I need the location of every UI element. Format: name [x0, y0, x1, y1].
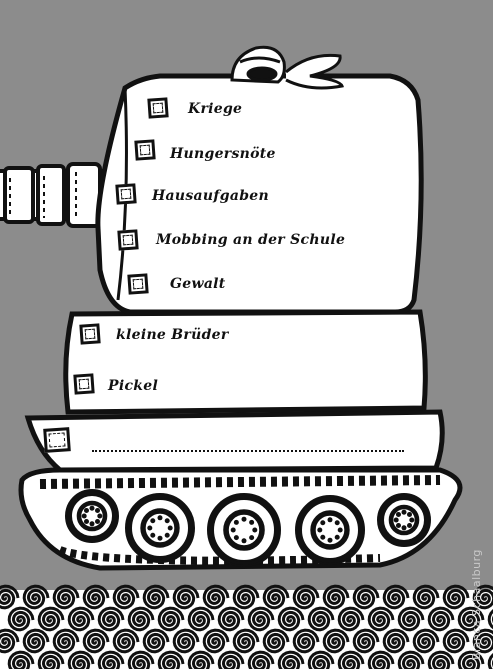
swirl-mark	[172, 584, 200, 610]
swirl-mark	[247, 606, 275, 632]
swirl-mark	[322, 584, 350, 610]
swirl-mark	[397, 650, 425, 669]
checkbox-kriege[interactable]	[147, 97, 169, 119]
swirl-mark	[172, 628, 200, 654]
swirl-mark	[217, 650, 245, 669]
swirl-mark	[202, 628, 230, 654]
tank-hull	[24, 309, 445, 473]
swirl-mark	[187, 650, 215, 669]
swirl-mark	[442, 584, 470, 610]
swirl-mark	[277, 606, 305, 632]
swirl-mark	[457, 606, 485, 632]
checkbox-pickel[interactable]	[73, 373, 95, 395]
item-label: kleine Brüder	[116, 327, 229, 343]
swirl-mark	[247, 650, 275, 669]
road-wheel	[295, 495, 365, 565]
swirl-mark	[277, 650, 305, 669]
blank-entry-line[interactable]	[92, 450, 404, 452]
checkbox-gewalt[interactable]	[127, 273, 149, 295]
swirl-mark	[22, 584, 50, 610]
swirl-mark	[292, 584, 320, 610]
swirl-mark	[97, 606, 125, 632]
swirl-mark	[82, 584, 110, 610]
swirl-mark	[382, 628, 410, 654]
swirl-mark	[22, 628, 50, 654]
checkbox-blank[interactable]	[43, 427, 71, 453]
swirl-mark	[187, 606, 215, 632]
checkbox-hausaufgaben[interactable]	[115, 183, 137, 205]
swirl-mark	[67, 650, 95, 669]
checkbox-kleine-brueder[interactable]	[79, 323, 101, 345]
swirl-mark	[397, 606, 425, 632]
swirl-mark	[52, 628, 80, 654]
checkbox-mobbing[interactable]	[117, 229, 139, 251]
swirl-mark	[367, 650, 395, 669]
swirl-mark	[427, 606, 455, 632]
swirl-mark	[112, 584, 140, 610]
swirl-mark	[0, 628, 20, 654]
swirl-mark	[7, 650, 35, 669]
road-wheel	[207, 493, 281, 567]
swirl-mark	[82, 628, 110, 654]
swirl-mark	[52, 584, 80, 610]
checkbox-hungersnoete[interactable]	[134, 139, 156, 161]
swirl-mark	[157, 650, 185, 669]
soldier-figure	[230, 45, 344, 90]
swirl-mark	[337, 606, 365, 632]
swirl-mark	[382, 584, 410, 610]
artist-signature: Bianca Schaalburg	[470, 549, 483, 660]
swirl-mark	[412, 584, 440, 610]
gun-barrel	[0, 162, 107, 228]
swirl-mark	[142, 584, 170, 610]
swirl-mark	[412, 628, 440, 654]
tank-tracks	[18, 467, 463, 571]
road-wheel	[377, 493, 431, 547]
swirl-mark	[7, 606, 35, 632]
swirl-mark	[232, 584, 260, 610]
swirl-mark	[442, 628, 470, 654]
swirl-mark	[217, 606, 245, 632]
swirl-mark	[37, 650, 65, 669]
swirl-mark	[472, 628, 493, 654]
swirl-mark	[307, 606, 335, 632]
road-wheel	[125, 493, 195, 563]
swirl-mark	[127, 606, 155, 632]
swirl-mark	[157, 606, 185, 632]
swirl-mark	[352, 584, 380, 610]
swirl-mark	[67, 606, 95, 632]
swirl-mark	[37, 606, 65, 632]
swirl-mark	[472, 584, 493, 610]
swirl-mark	[457, 650, 485, 669]
swirl-mark	[262, 584, 290, 610]
swirl-mark	[337, 650, 365, 669]
swirl-mark	[202, 584, 230, 610]
road-wheel	[65, 489, 119, 543]
item-label: Gewalt	[170, 276, 226, 292]
swirl-mark	[352, 628, 380, 654]
swirl-mark	[292, 628, 320, 654]
swirl-mark	[367, 606, 395, 632]
swirl-mark	[112, 628, 140, 654]
swirl-mark	[0, 584, 20, 610]
item-label: Pickel	[108, 378, 159, 394]
item-label: Hungersnöte	[170, 146, 276, 162]
swirl-mark	[97, 650, 125, 669]
swirl-mark	[127, 650, 155, 669]
swirl-mark	[307, 650, 335, 669]
swirl-mark	[322, 628, 350, 654]
swirl-mark	[262, 628, 290, 654]
swirl-mark	[427, 650, 455, 669]
swirl-mark	[487, 653, 493, 669]
swirl-ground	[0, 584, 493, 669]
swirl-mark	[232, 628, 260, 654]
swirl-mark	[142, 628, 170, 654]
swirl-mark	[487, 609, 493, 630]
item-label: Kriege	[188, 101, 243, 117]
item-label: Mobbing an der Schule	[156, 232, 346, 248]
item-label: Hausaufgaben	[152, 188, 269, 204]
